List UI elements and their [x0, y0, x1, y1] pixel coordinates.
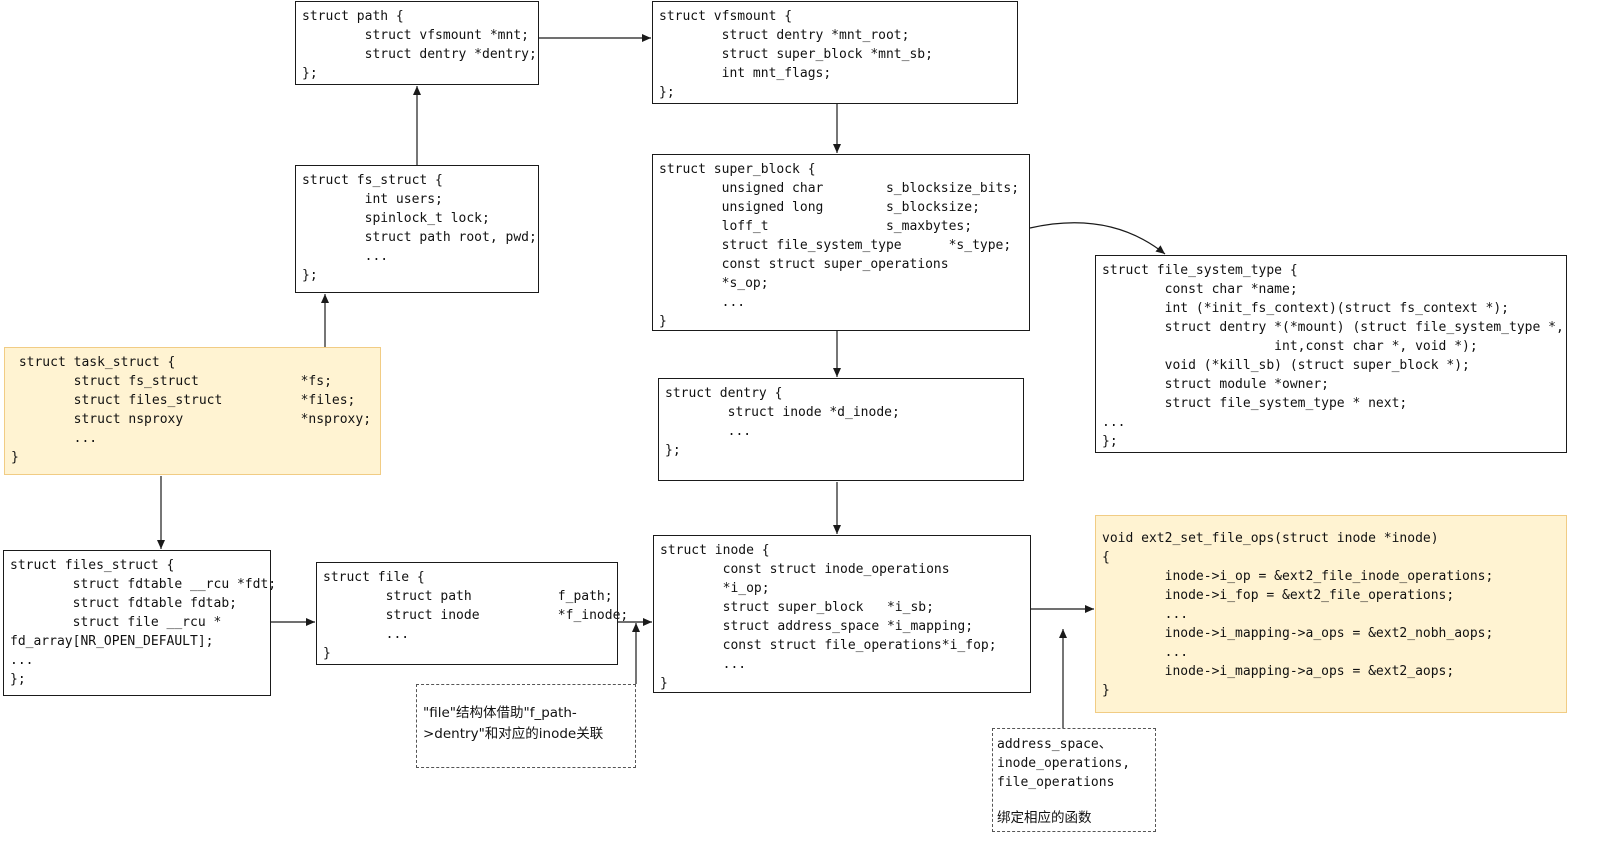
code-line: struct fdtable __rcu *fdt;	[10, 577, 277, 592]
code-line: }	[660, 676, 668, 691]
code-line: struct path {	[302, 9, 404, 24]
code-line: ...	[1102, 645, 1189, 660]
code-line: {	[1102, 550, 1110, 565]
code-line: struct address_space *i_mapping;	[660, 619, 974, 634]
code-line: struct file_system_type {	[1102, 263, 1298, 278]
note-file-inode-association: "file"结构体借助"f_path->dentry"和对应的inode关联	[416, 684, 636, 768]
code-line: struct inode *f_inode;	[323, 608, 629, 623]
code-line: struct nsproxy *nsproxy;	[11, 412, 372, 427]
code-line: struct inode *d_inode;	[665, 405, 900, 420]
code-line: ...	[665, 424, 752, 439]
code-line: };	[659, 85, 675, 100]
box-struct-task-struct: struct task_struct { struct fs_struct *f…	[4, 347, 381, 475]
code-line: ...	[660, 657, 747, 672]
note-ops-line: inode_operations,	[997, 756, 1131, 771]
code-line: inode->i_fop = &ext2_file_operations;	[1102, 588, 1455, 603]
arrow-super-block-to-file-system-type	[1029, 222, 1166, 255]
code-line: loff_t s_maxbytes;	[659, 219, 973, 234]
code-line: struct dentry {	[665, 386, 783, 401]
code-line: struct fdtable fdtab;	[10, 596, 237, 611]
code-line: struct dentry *mnt_root;	[659, 28, 910, 43]
code-line: struct file {	[323, 570, 425, 585]
code-line: struct fs_struct *fs;	[11, 374, 332, 389]
code-line: struct inode {	[660, 543, 770, 558]
box-struct-file: struct file { struct path f_path; struct…	[316, 562, 629, 665]
code-line: ...	[1102, 607, 1189, 622]
code-line: *i_op;	[660, 581, 770, 596]
code-line: struct files_struct {	[10, 558, 175, 573]
code-line: struct dentry *(*mount) (struct file_sys…	[1102, 320, 1564, 335]
code-line: struct vfsmount {	[659, 9, 793, 24]
code-line: unsigned long s_blocksize;	[659, 200, 980, 215]
note-file-text: "file"结构体借助"f_path->dentry"和对应的inode关联	[423, 705, 604, 742]
code-line: struct file_system_type *s_type;	[659, 238, 1012, 253]
code-line: }	[659, 314, 667, 329]
box-struct-path: struct path { struct vfsmount *mnt; stru…	[295, 1, 539, 85]
code-line: struct vfsmount *mnt;	[302, 28, 529, 43]
code-line: const struct inode_operations	[660, 562, 950, 577]
box-struct-inode: struct inode { const struct inode_operat…	[653, 535, 1031, 693]
box-struct-super-block: struct super_block { unsigned char s_blo…	[652, 154, 1030, 331]
code-line: struct fs_struct {	[302, 173, 443, 188]
code-line: const struct super_operations	[659, 257, 949, 272]
code-line: }	[1102, 683, 1110, 698]
code-line: int users;	[302, 192, 443, 207]
code-line: struct task_struct {	[11, 355, 176, 370]
code-line: int mnt_flags;	[659, 66, 832, 81]
code-line: };	[302, 66, 318, 81]
note-ops-line: file_operations	[997, 775, 1115, 790]
code-line: *s_op;	[659, 276, 769, 291]
code-line: void ext2_set_file_ops(struct inode *ino…	[1102, 531, 1439, 546]
code-line: struct file_system_type * next;	[1102, 396, 1408, 411]
code-line: const struct file_operations*i_fop;	[660, 638, 997, 653]
code-line: unsigned char s_blocksize_bits;	[659, 181, 1020, 196]
code-line: ...	[323, 627, 410, 642]
code-line: ...	[1102, 415, 1126, 430]
code-line: struct files_struct *files;	[11, 393, 356, 408]
code-line: void (*kill_sb) (struct super_block *);	[1102, 358, 1470, 373]
code-line: inode->i_op = &ext2_file_inode_operation…	[1102, 569, 1494, 584]
box-struct-vfsmount: struct vfsmount { struct dentry *mnt_roo…	[652, 1, 1018, 104]
box-struct-fs-struct: struct fs_struct { int users; spinlock_t…	[295, 165, 539, 293]
code-line: int (*init_fs_context)(struct fs_context…	[1102, 301, 1509, 316]
code-line: };	[302, 268, 318, 283]
note-ops-binding: address_space、 inode_operations, file_op…	[992, 728, 1156, 832]
code-line: fd_array[NR_OPEN_DEFAULT];	[10, 634, 214, 649]
box-struct-dentry: struct dentry { struct inode *d_inode; .…	[658, 378, 1024, 481]
note-ops-caption: 绑定相应的函数	[997, 810, 1092, 826]
code-line: }	[323, 646, 331, 661]
code-line: spinlock_t lock;	[302, 211, 490, 226]
code-line: };	[10, 672, 26, 687]
code-line: struct path root, pwd;	[302, 230, 537, 245]
code-line: };	[1102, 434, 1118, 449]
code-line: const char *name;	[1102, 282, 1298, 297]
code-line: struct super_block *i_sb;	[660, 600, 934, 615]
code-line: ...	[10, 653, 34, 668]
note-ops-line: address_space、	[997, 737, 1112, 752]
code-line: struct super_block {	[659, 162, 816, 177]
code-line: struct dentry *dentry;	[302, 47, 537, 62]
code-line: }	[11, 450, 19, 465]
code-line: struct file __rcu *	[10, 615, 222, 630]
code-line: ...	[302, 249, 389, 264]
code-line: struct super_block *mnt_sb;	[659, 47, 933, 62]
box-ext2-set-file-ops: void ext2_set_file_ops(struct inode *ino…	[1095, 515, 1567, 713]
code-line: ...	[11, 431, 98, 446]
code-line: inode->i_mapping->a_ops = &ext2_aops;	[1102, 664, 1455, 679]
code-line: struct path f_path;	[323, 589, 613, 604]
code-line: int,const char *, void *);	[1102, 339, 1478, 354]
box-struct-file-system-type: struct file_system_type { const char *na…	[1095, 255, 1567, 453]
code-line: inode->i_mapping->a_ops = &ext2_nobh_aop…	[1102, 626, 1494, 641]
code-line: struct module *owner;	[1102, 377, 1329, 392]
box-struct-files-struct: struct files_struct { struct fdtable __r…	[3, 550, 277, 696]
code-line: };	[665, 443, 681, 458]
code-line: ...	[659, 295, 746, 310]
